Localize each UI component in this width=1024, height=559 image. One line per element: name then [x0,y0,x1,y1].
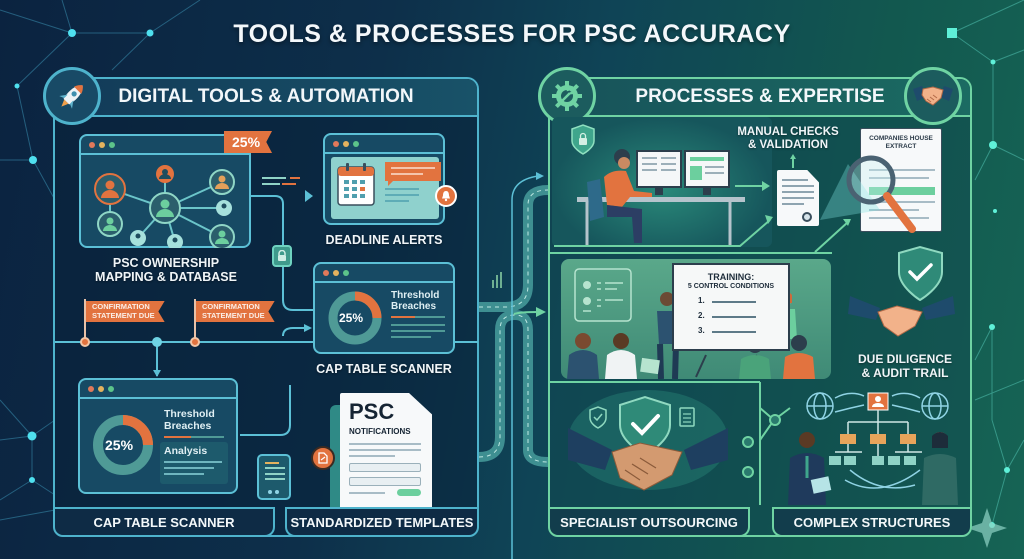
due-diligence-caption: DUE DILIGENCE & AUDIT TRAIL [857,352,952,380]
rocket-icon [43,67,101,125]
standardized-templates-tab: STANDARDIZED TEMPLATES [285,507,479,537]
calendar-icon [337,162,441,206]
analysis-label: Analysis [164,445,208,457]
training-title: TRAINING: [707,272,755,282]
handshake-icon [904,67,962,125]
mobile-device-icon [257,454,291,500]
ownership-percent-flag: 25% [224,131,273,153]
donut-chart-bottom [93,415,153,475]
confirmation-flag-2: CONFIRMATION STATEMENT DUE [196,301,275,322]
extract-title: COMPANIES HOUSE EXTRACT [869,135,933,150]
doc-subtitle: NOTIFICATIONS [349,427,411,436]
doc-export-icon [311,446,335,470]
donut-chart-top [328,291,382,345]
training-item-3: 3. [698,326,705,335]
donut-percent-top: 25% [339,311,364,325]
bell-icon [435,185,457,207]
ownership-mapping-window [79,134,251,248]
psc-notifications-document: PSC NOTIFICATIONS [340,393,432,512]
cap-table-scanner-window-bottom: 25% Threshold Breaches Analysis [78,378,238,494]
confirmation-flag-1: CONFIRMATION STATEMENT DUE [86,301,165,322]
page-title: TOOLS & PROCESSES FOR PSC ACCURACY [233,20,791,48]
ownership-caption: PSC OWNERSHIP MAPPING & DATABASE [95,256,237,284]
cap-table-scanner-caption-top: CAP TABLE SCANNER [316,362,452,376]
companies-house-extract: COMPANIES HOUSE EXTRACT [860,128,942,232]
digital-tools-heading: DIGITAL TOOLS & AUTOMATION [55,79,477,117]
threshold-label-bottom: Threshold Breaches [164,408,215,432]
flag-pole-2 [194,299,196,343]
timeline-marker-1 [80,337,90,347]
timeline-marker-2 [190,337,200,347]
donut-percent-bottom: 25% [105,437,134,453]
deadline-alerts-window [323,133,445,225]
training-item-2: 2. [698,311,705,320]
training-scene: TRAINING: 5 CONTROL CONDITIONS 1. 2. 3. [561,259,831,380]
threshold-label-top: Threshold Breaches [391,290,440,312]
processes-expertise-heading: PROCESSES & EXPERTISE [550,79,970,117]
specialist-outsourcing-tab: SPECIALIST OUTSOURCING [548,507,750,537]
flag-pole-1 [84,299,86,343]
training-whiteboard: TRAINING: 5 CONTROL CONDITIONS 1. 2. 3. [672,263,790,351]
training-subtitle: 5 CONTROL CONDITIONS [687,283,775,290]
cap-table-scanner-tab: CAP TABLE SCANNER [53,507,275,537]
doc-title: PSC [349,399,395,424]
validation-document [777,170,819,226]
lock-icon [272,245,292,267]
manual-checks-caption: MANUAL CHECKS & VALIDATION [737,126,839,151]
deadline-alerts-caption: DEADLINE ALERTS [325,233,443,247]
ownership-network-graph [94,165,235,248]
training-item-1: 1. [698,296,705,305]
cap-table-scanner-window-top: 25% Threshold Breaches [313,262,455,354]
complex-structures-tab: COMPLEX STRUCTURES [772,507,972,537]
